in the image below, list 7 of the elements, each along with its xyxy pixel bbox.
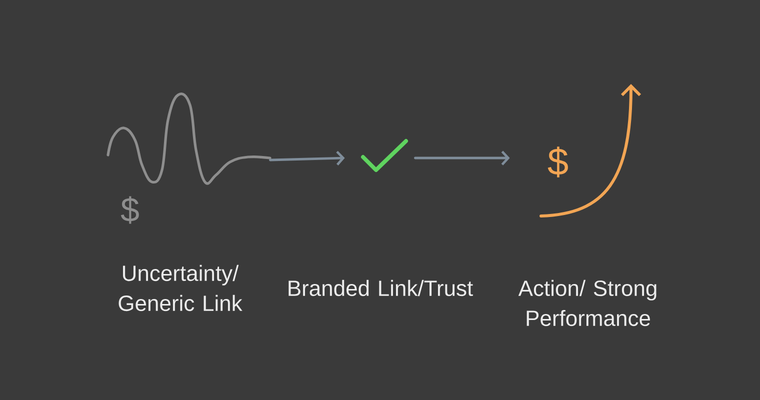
dollar-sign: $ — [120, 196, 139, 224]
label-text: Uncertainty/ Generic Link — [118, 264, 242, 312]
arrow — [269, 150, 345, 166]
arrow — [414, 150, 510, 166]
dollar-sign: $ — [548, 146, 568, 178]
label-text: Action/ Strong Performance — [518, 280, 656, 326]
label-text: Branded Link/Trust — [288, 280, 473, 296]
